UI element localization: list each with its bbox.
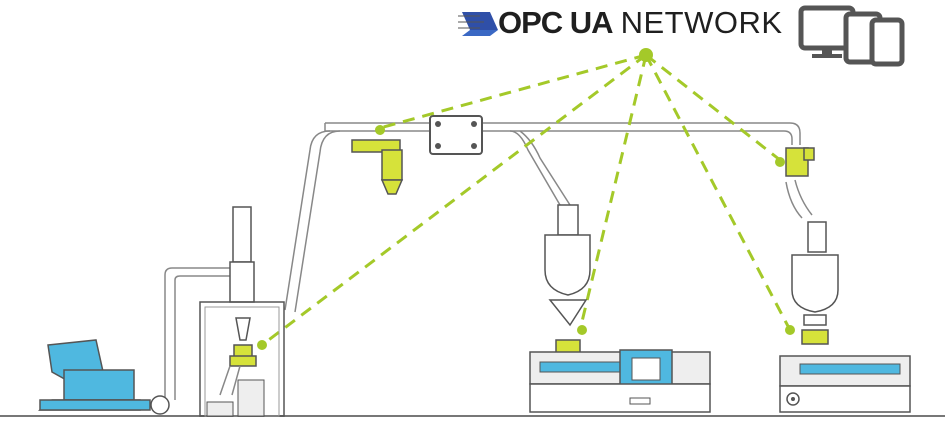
- pipe-loader-left: [351, 139, 404, 195]
- network-links: [261, 53, 792, 347]
- gear-icon: [786, 392, 800, 406]
- network-hub-node: [639, 48, 653, 62]
- overhead-pipe: [284, 122, 813, 313]
- node-loader-right: [775, 157, 785, 167]
- granulator: [37, 339, 151, 411]
- opc-ua-network-logo: OPC UA NETWORK: [458, 3, 783, 43]
- network-label: NETWORK: [620, 5, 783, 40]
- pipe-wheel: [150, 395, 170, 415]
- brand-name: OPC UA: [498, 5, 614, 40]
- node-granulator: [257, 340, 267, 350]
- hopper-tower: [199, 206, 285, 417]
- injection-machine-1: [529, 204, 711, 413]
- pipe-loader-right: [785, 147, 815, 177]
- node-dryer: [375, 125, 385, 135]
- granulator-return-pipe: [164, 267, 232, 400]
- injection-machine-2: [779, 221, 911, 413]
- desktop-monitor-icon: [798, 5, 856, 58]
- phone-icon: [869, 17, 905, 67]
- node-machine-2: [785, 325, 795, 335]
- opc-logo-icon: [458, 12, 498, 36]
- node-machine-1: [577, 325, 587, 335]
- pipe-manifold: [429, 115, 483, 155]
